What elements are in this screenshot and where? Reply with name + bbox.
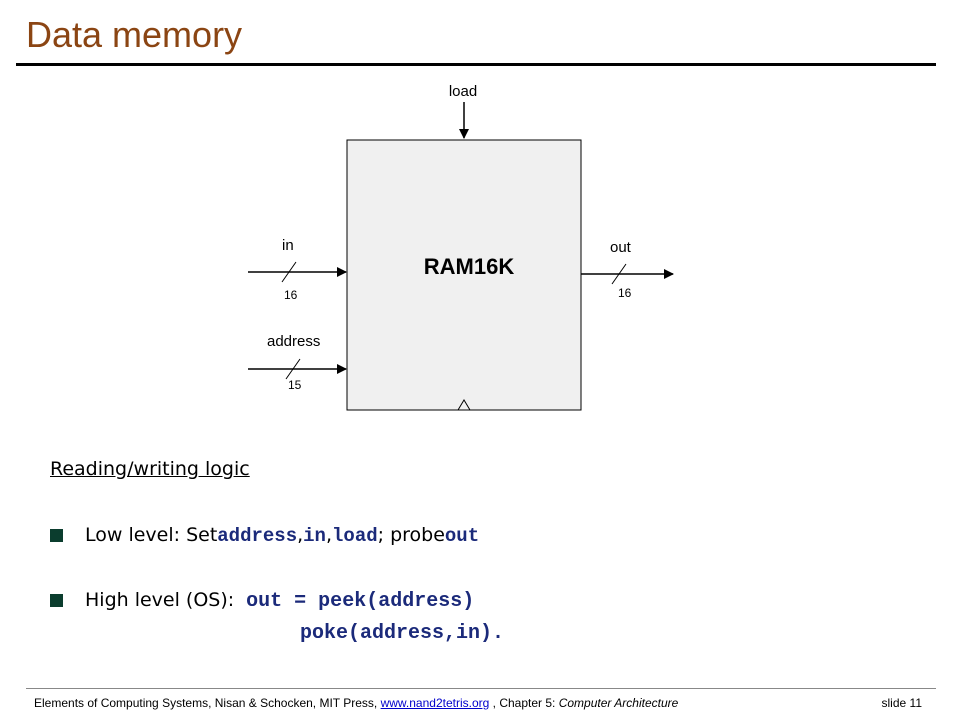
slide-number: slide 11 [881,696,922,710]
footer: Elements of Computing Systems, Nisan & S… [34,696,678,710]
out-width-label: 16 [618,286,632,300]
in-width-label: 16 [284,288,298,302]
address-label: address [267,333,320,350]
bullet-low-level: Low level: Set address , in , load ; pro… [50,524,479,547]
load-label: load [449,83,477,100]
bullet-square-icon [50,529,63,542]
code-out: out [444,525,480,547]
bullet1-sep2: , [325,524,333,546]
footer-divider [26,688,936,689]
clock-triangle-icon [457,399,471,411]
address-bus-slash [285,358,301,380]
bullet2-prefix: High level (OS): [85,589,235,611]
footer-text: Elements of Computing Systems, Nisan & S… [34,696,381,710]
bullet1-prefix: Low level: Set [85,524,218,546]
footer-chapter-title: Computer Architecture [558,696,679,710]
slide-title: Data memory [26,14,243,55]
in-label: in [282,237,294,254]
code-peek: out = peek(address) [246,590,475,613]
address-width-label: 15 [288,378,302,392]
out-label: out [610,239,632,256]
code-load: load [332,525,378,547]
out-bus-slash [611,263,627,285]
code-in: in [303,525,326,547]
bullet1-mid: ; probe [377,524,445,546]
chip-label: RAM16K [424,254,515,279]
bullet-high-level: High level (OS): out = peek(address) [50,589,474,613]
code-address: address [217,525,298,547]
footer-chapter: , Chapter 5: [489,696,559,710]
rw-heading: Reading/writing logic [50,458,250,480]
bullet1-sep1: , [297,524,304,546]
footer-link[interactable]: www.nand2tetris.org [380,696,490,710]
title-divider [16,63,936,66]
in-bus-slash [281,261,297,283]
rw-heading-text: Reading/writing logic [50,458,250,480]
code-poke: poke(address,in). [300,622,505,645]
bullet-square-icon [50,594,63,607]
ram16k-chip [346,139,582,411]
